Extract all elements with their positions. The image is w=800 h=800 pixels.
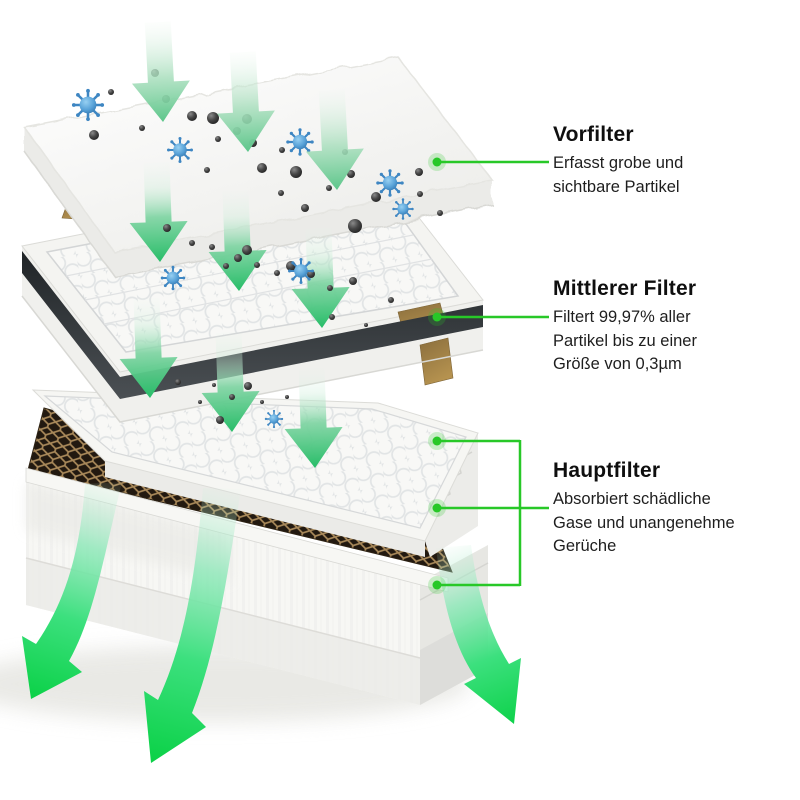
annotation-title: Vorfilter — [553, 123, 634, 146]
virus-particle-icon — [165, 135, 195, 165]
annotation-mittlerer-filter: Mittlerer Filter Filtert 99,97% aller Pa… — [553, 276, 798, 377]
annotation-title: Mittlerer Filter — [553, 277, 697, 300]
connector-dot-icon — [432, 503, 442, 513]
dust-particles — [175, 379, 289, 424]
virus-particle-icon — [286, 256, 316, 286]
curved-arrow-icon — [22, 482, 122, 699]
sheet-right-step-edge — [425, 433, 478, 557]
annotation-text-line: Größe von 0,3µm — [553, 355, 682, 373]
connector-dot-icon — [432, 312, 442, 322]
annotation-text-line: sichtbare Partikel — [553, 177, 680, 196]
virus-particles — [264, 409, 284, 429]
annotation-text-line: Partikel bis zu einer — [553, 331, 697, 350]
annotation-text-line: Filtert 99,97% aller — [553, 308, 691, 326]
connector-dot-icon — [432, 157, 442, 167]
annotation-title: Hauptfilter — [553, 459, 661, 482]
annotation-text-line: Erfasst grobe und — [553, 154, 684, 172]
curved-arrow-icon — [436, 545, 521, 724]
prefilter-side — [25, 128, 492, 277]
virus-particle-icon — [159, 264, 187, 292]
leader-lines — [428, 153, 549, 594]
virus-particle-icon — [391, 197, 415, 221]
annotation-text-line: Absorbiert schädliche — [553, 490, 711, 508]
connector-dot-icon — [432, 436, 442, 446]
hepa-frame-dark-band — [22, 251, 483, 399]
virus-particle-icon — [70, 87, 106, 123]
hepa-bottom-edge — [21, 295, 484, 423]
prefilter-bottom-edge — [24, 151, 493, 278]
virus-particle-icon — [264, 409, 284, 429]
annotation-vorfilter: Vorfilter Erfasst grobe und sichtbare Pa… — [553, 122, 798, 199]
box-front-shading — [26, 482, 230, 582]
virus-particle-icon — [375, 168, 405, 198]
box-front-lower-band — [26, 558, 420, 705]
connector-dot-icon — [432, 580, 442, 590]
curved-arrow-icon — [144, 488, 241, 763]
annotation-text-line: Gerüche — [553, 537, 617, 555]
kraft-tab-icon — [419, 337, 454, 386]
annotation-hauptfilter: Hauptfilter Absorbiert schädliche Gase u… — [553, 458, 798, 559]
main-filter-top-sheet — [31, 389, 479, 557]
outflow-arrows — [22, 482, 521, 763]
pre-filter-layer — [23, 56, 494, 278]
sheet-side-edge — [105, 461, 425, 557]
prefilter-surface — [23, 56, 494, 254]
annotation-text-line: Gase und unangenehme — [553, 513, 735, 532]
